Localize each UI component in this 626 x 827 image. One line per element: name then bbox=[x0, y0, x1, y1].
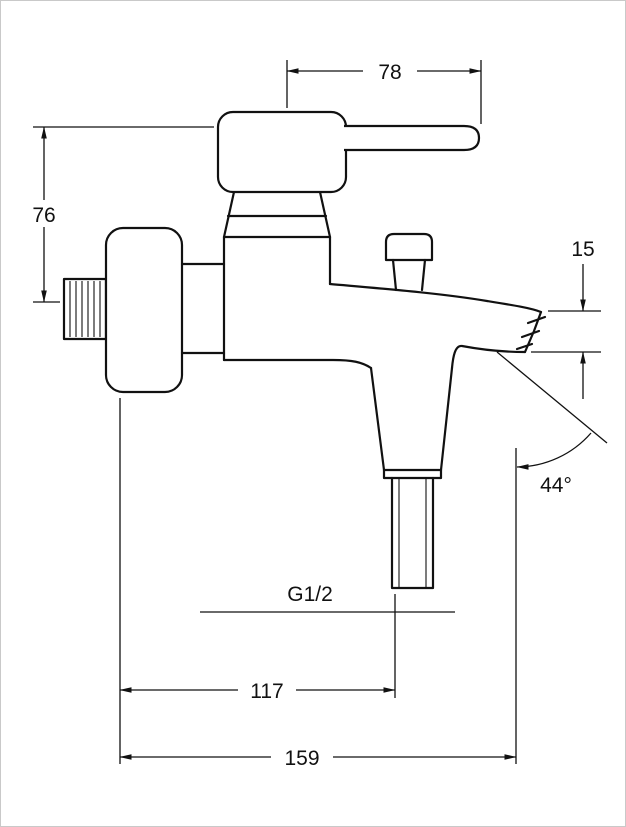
mixer-handle bbox=[216, 110, 348, 194]
dimension-top-width: 78 bbox=[286, 58, 482, 124]
valve-body bbox=[222, 190, 332, 362]
hand-shower-outlet bbox=[369, 366, 454, 590]
dim-spout-tip-label: 15 bbox=[571, 238, 594, 261]
dimension-side-height: 76 bbox=[26, 126, 214, 303]
dimension-thread-callout: G1/2 bbox=[200, 583, 455, 613]
wall-inlet-thread bbox=[62, 277, 108, 341]
dimension-outlet-reach: 117 bbox=[119, 677, 396, 703]
dim-thread-label: G1/2 bbox=[287, 583, 333, 606]
dimension-total-reach: 159 bbox=[119, 744, 517, 770]
dimension-spray-angle: 44° bbox=[496, 351, 608, 497]
wall-escutcheon bbox=[104, 226, 184, 394]
dimension-spout-tip: 15 bbox=[531, 238, 601, 399]
dim-spray-angle-label: 44° bbox=[540, 474, 572, 497]
handle-lever bbox=[344, 124, 481, 152]
wall-connector bbox=[180, 262, 226, 355]
dim-total-reach-label: 159 bbox=[284, 747, 319, 770]
dim-side-height-label: 76 bbox=[32, 204, 55, 227]
dim-outlet-reach-label: 117 bbox=[250, 680, 283, 703]
dim-top-width-label: 78 bbox=[378, 61, 401, 84]
faucet-outline bbox=[62, 110, 547, 590]
diverter-knob bbox=[384, 232, 434, 292]
spout bbox=[222, 282, 547, 370]
